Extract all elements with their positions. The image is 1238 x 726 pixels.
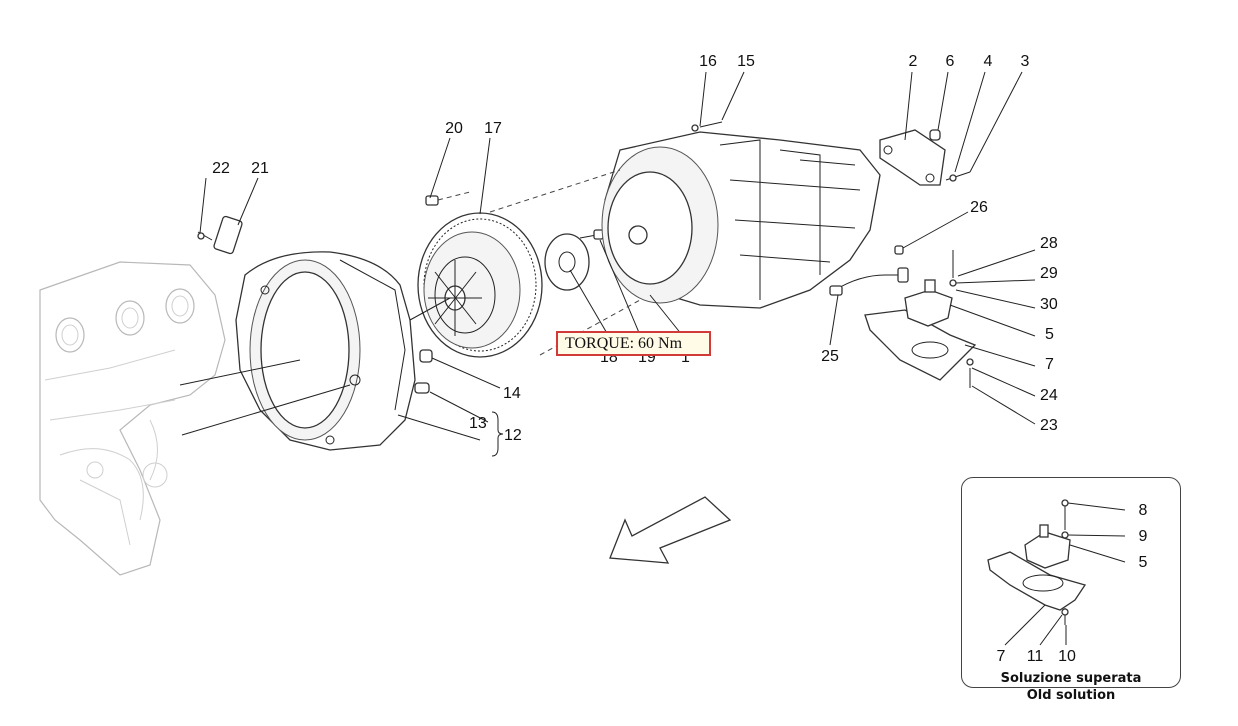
bolt-22 <box>197 231 213 241</box>
front-direction-arrow <box>609 496 732 564</box>
cover-plate <box>213 215 243 255</box>
callout-16: 16 <box>699 53 717 70</box>
callout-1: 1 <box>681 349 690 366</box>
callout-12: 12 <box>504 427 522 444</box>
callout-24: 24 <box>1040 387 1058 404</box>
inset-callout-labels: 8 9 5 7 11 10 <box>997 502 1148 665</box>
inset-callout-7: 7 <box>997 648 1006 665</box>
inset-callout-5: 5 <box>1139 554 1148 571</box>
inset-callout-11: 11 <box>1027 648 1044 665</box>
bolt-3 <box>945 171 971 182</box>
callout-22: 22 <box>212 160 230 177</box>
callout-23: 23 <box>1040 417 1058 434</box>
dowel-13 <box>414 382 430 394</box>
transmission-housing <box>601 131 881 309</box>
brace-12 <box>491 411 504 457</box>
engine-mount-support <box>864 250 977 388</box>
callout-13: 13 <box>469 415 487 432</box>
inset-old-mount <box>987 499 1126 646</box>
callout-30: 30 <box>1040 296 1058 313</box>
inset-callout-8: 8 <box>1139 502 1148 519</box>
speed-sensor <box>829 285 843 296</box>
clutch-bell-housing <box>235 251 416 451</box>
callout-2: 2 <box>909 53 918 70</box>
inset-caption-italian: Soluzione superata <box>1000 671 1142 686</box>
bolt-26 <box>894 245 904 255</box>
callout-21: 21 <box>251 160 269 177</box>
callout-7: 7 <box>1045 356 1054 373</box>
flywheel <box>417 212 543 358</box>
callout-26: 26 <box>970 199 988 216</box>
callout-3: 3 <box>1021 53 1030 70</box>
old-solution-inset-frame <box>961 477 1181 688</box>
inset-caption-english: Old solution <box>1026 688 1116 703</box>
sensor-connector <box>897 267 909 283</box>
bolts-15-16 <box>691 121 723 132</box>
callout-29: 29 <box>1040 265 1058 282</box>
callout-6: 6 <box>946 53 955 70</box>
inset-callout-10: 10 <box>1058 648 1076 665</box>
callout-5: 5 <box>1045 326 1054 343</box>
callout-15: 15 <box>737 53 755 70</box>
bush-14 <box>419 349 433 363</box>
callout-28: 28 <box>1040 235 1058 252</box>
callout-labels: 22 21 20 17 16 15 2 6 4 3 26 28 29 30 5 … <box>212 53 1058 444</box>
inset-callout-9: 9 <box>1139 528 1148 545</box>
bolt-20 <box>425 191 471 206</box>
callout-17: 17 <box>484 120 502 137</box>
bolt-19 <box>579 229 604 240</box>
sensor-harness <box>834 274 900 291</box>
callout-4: 4 <box>984 53 993 70</box>
leader-lines <box>179 71 1036 441</box>
gearbox-mount-bracket <box>879 129 946 186</box>
callout-14: 14 <box>503 385 521 402</box>
callout-25: 25 <box>821 348 839 365</box>
torque-spec-label: TORQUE: 60 Nm <box>556 331 711 356</box>
engine-block-ghost <box>39 261 226 576</box>
spacer-plate <box>544 233 590 291</box>
callout-20: 20 <box>445 120 463 137</box>
